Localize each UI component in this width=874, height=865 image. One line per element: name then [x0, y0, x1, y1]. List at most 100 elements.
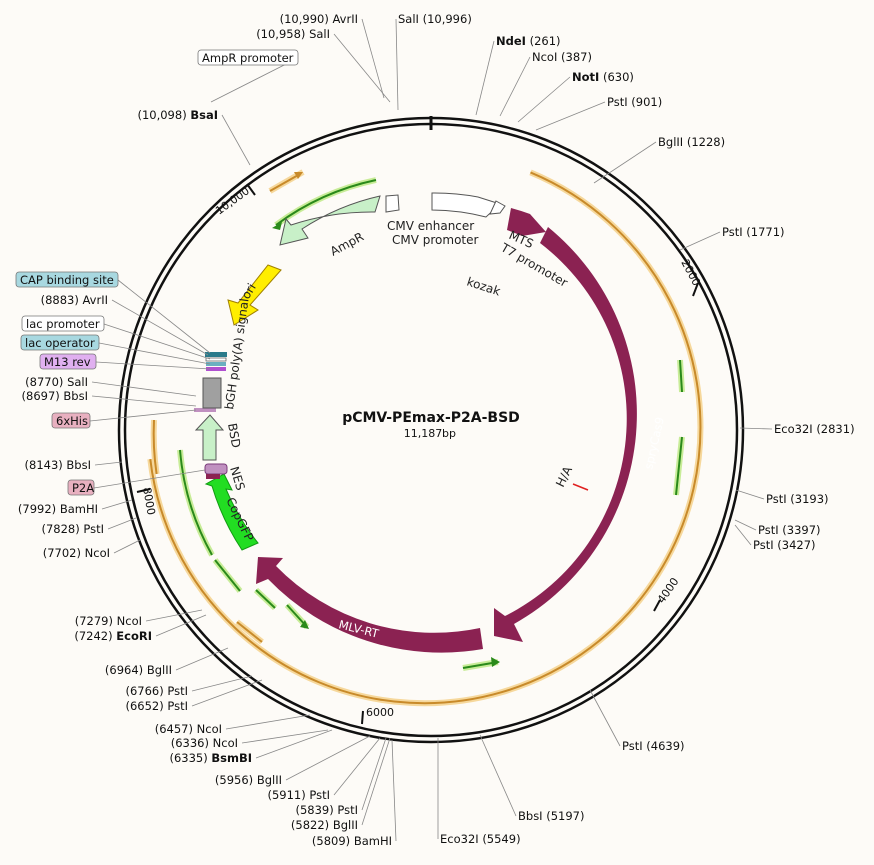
site-name: SalI: [398, 12, 419, 26]
site-label-psti[interactable]: PstI (4639): [622, 739, 685, 753]
site-label-ncoi[interactable]: (6336) NcoI: [171, 736, 238, 750]
site-label-psti[interactable]: (5839) PstI: [295, 803, 358, 817]
kozak-label: kozak: [465, 275, 502, 299]
site-leader: [107, 517, 137, 530]
site-label-ecori[interactable]: (7242) EcoRI: [74, 629, 152, 643]
site-position: (3193): [790, 492, 828, 506]
site-label-avrii[interactable]: (10,990) AvrII: [280, 12, 358, 26]
boxed-label-m13-rev[interactable]: M13 rev: [39, 353, 211, 370]
site-leader: [499, 56, 531, 117]
boxed-label-lac-promoter[interactable]: lac promoter: [21, 315, 211, 360]
site-label-noti[interactable]: NotI (630): [572, 70, 634, 84]
site-name: BbsI: [518, 809, 543, 823]
site-leader: [679, 231, 721, 251]
site-label-sali[interactable]: (10,958) SalI: [256, 27, 330, 41]
orf-top-arrowhead: [294, 172, 303, 179]
site-label-psti[interactable]: PstI (901): [607, 95, 662, 109]
site-label-bbsi[interactable]: BbsI (5197): [518, 809, 584, 823]
site-name: BglII: [257, 773, 282, 787]
bgh-polya-feature: [202, 377, 222, 409]
site-label-psti[interactable]: PstI (1771): [722, 225, 785, 239]
site-label-bbsi[interactable]: (8143) BbsI: [25, 458, 91, 472]
site-label-sali[interactable]: SalI (10,996): [398, 12, 472, 26]
site-leader: [361, 737, 391, 826]
site-name: NdeI: [496, 34, 526, 48]
ha-mark: [572, 483, 589, 491]
site-leader: [221, 114, 251, 166]
site-name: PstI: [766, 492, 787, 506]
site-label-psti[interactable]: (7828) PstI: [41, 522, 104, 536]
site-label-ndei[interactable]: NdeI (261): [496, 34, 561, 48]
site-label-psti[interactable]: (6766) PstI: [125, 684, 188, 698]
site-label-eco32i[interactable]: Eco32I (2831): [774, 422, 855, 436]
ori-arrow: [227, 264, 282, 326]
site-leader: [361, 18, 385, 99]
site-name: SalI: [67, 375, 88, 389]
boxed-label-p2a[interactable]: P2A: [67, 469, 206, 496]
site-label-ncoi[interactable]: (7279) NcoI: [75, 614, 142, 628]
site-leader: [535, 101, 606, 131]
site-label-eco32i[interactable]: Eco32I (5549): [440, 832, 521, 846]
site-label-sali[interactable]: (8770) SalI: [25, 375, 88, 389]
site-label-bamhi[interactable]: (5809) BamHI: [312, 834, 392, 848]
map-title: pCMV-PEmax-P2A-BSD: [342, 410, 520, 426]
site-name: PstI: [722, 225, 743, 239]
site-leader: [739, 427, 773, 430]
site-name: AvrII: [332, 12, 358, 26]
site-label-bbsi[interactable]: (8697) BbsI: [22, 389, 88, 403]
site-position: (8883): [41, 293, 79, 307]
site-label-bamhi[interactable]: (7992) BamHI: [18, 502, 98, 516]
site-position: (3397): [782, 523, 820, 537]
site-position: (6335): [169, 751, 207, 765]
tick-label-4000: 4000: [655, 575, 682, 605]
site-name: PstI: [607, 95, 628, 109]
site-label-psti[interactable]: PstI (3193): [766, 492, 829, 506]
restriction-sites: (10,990) AvrII SalI (10,996) (10,958) SalI…: [18, 12, 855, 848]
site-leader: [155, 614, 207, 637]
site-label-bglii[interactable]: (5822) BglII: [291, 818, 358, 832]
site-label-bglii[interactable]: (5956) BglII: [215, 773, 282, 787]
site-name: NcoI: [197, 722, 222, 736]
boxed-label-lac-operator[interactable]: lac operator: [20, 334, 211, 365]
site-name: BglII: [147, 663, 172, 677]
site-name: PstI: [753, 538, 774, 552]
site-position: (2831): [816, 422, 854, 436]
orf-top-arc: [269, 173, 301, 192]
cmv-enhancer-label: CMV enhancer: [387, 219, 474, 233]
site-position: (5839): [295, 803, 333, 817]
orf-small-arc: [152, 419, 158, 475]
site-name: BglII: [658, 135, 683, 149]
orf-arrows: [177, 177, 685, 671]
site-position: (901): [631, 95, 662, 109]
site-label-avrii[interactable]: (8883) AvrII: [41, 293, 108, 307]
site-label-psti[interactable]: PstI (3427): [753, 538, 816, 552]
boxed-label-6xhis[interactable]: 6xHis: [51, 409, 197, 429]
site-label-psti[interactable]: (6652) PstI: [125, 699, 188, 713]
site-label-bsmbi[interactable]: (6335) BsmBI: [169, 751, 252, 765]
site-label-ncoi[interactable]: (6457) NcoI: [155, 722, 222, 736]
site-label-psti[interactable]: PstI (3397): [758, 523, 821, 537]
site-label-bglii[interactable]: BglII (1228): [658, 135, 725, 149]
ampr-promoter-arrow: [385, 194, 400, 213]
site-name: BsaI: [190, 108, 218, 122]
site-leader: [735, 489, 765, 500]
site-position: (8770): [25, 375, 63, 389]
svg-text:CAP binding site: CAP binding site: [20, 273, 114, 287]
site-leader: [94, 461, 123, 466]
ampr-label: AmpR: [328, 229, 366, 258]
site-label-psti[interactable]: (5911) PstI: [267, 788, 330, 802]
site-position: (1228): [687, 135, 725, 149]
site-leader: [101, 499, 133, 510]
site-label-bglii[interactable]: (6964) BglII: [105, 663, 172, 677]
site-label-ncoi[interactable]: (7702) NcoI: [43, 546, 110, 560]
tick-label-8000: 8000: [140, 486, 158, 516]
svg-text:P2A: P2A: [72, 481, 94, 495]
site-position: (8143): [25, 458, 63, 472]
site-leader: [517, 76, 571, 123]
site-leader: [111, 299, 209, 356]
boxed-label-ampr-promoter[interactable]: AmpR promoter: [197, 49, 299, 103]
site-name: BbsI: [63, 389, 88, 403]
site-label-bsai[interactable]: (10,098) BsaI: [137, 108, 218, 122]
site-label-ncoi[interactable]: NcoI (387): [532, 50, 592, 64]
boxed-label-cap-binding-site[interactable]: CAP binding site: [15, 271, 211, 354]
